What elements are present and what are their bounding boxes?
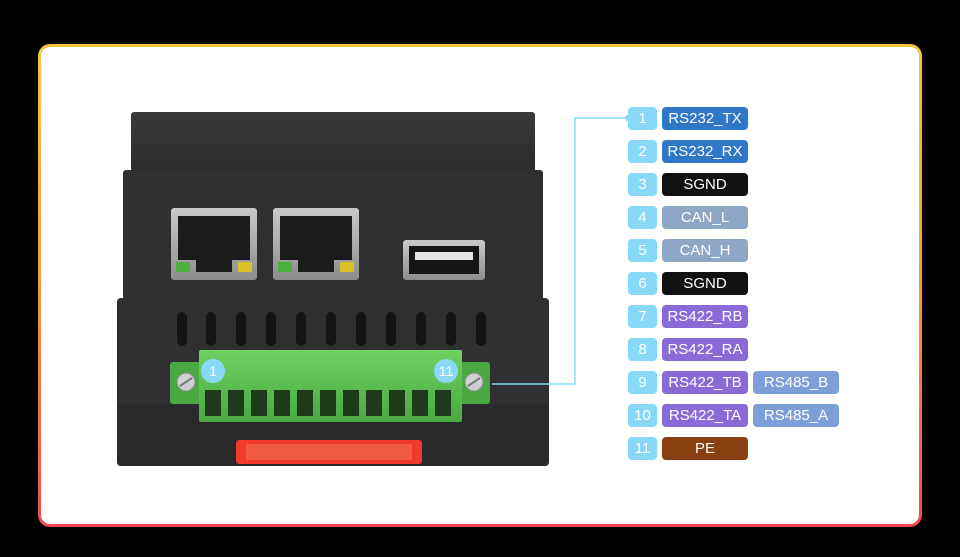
leader-line	[492, 117, 628, 385]
pin-number-badge: 2	[628, 140, 657, 163]
pin-signal-label: PE	[662, 437, 748, 460]
pin-signal-label: RS485_B	[753, 371, 839, 394]
pin-signal-label: RS422_TA	[662, 404, 748, 427]
terminal-pin-1-marker	[201, 359, 225, 383]
vent-slots	[177, 312, 486, 346]
pin-signal-label: CAN_L	[662, 206, 748, 229]
pin-signal-label: RS422_TB	[662, 371, 748, 394]
pin-signal-label: SGND	[662, 173, 748, 196]
terminal-pin-1-label: 1	[209, 363, 217, 379]
pin-number-badge: 10	[628, 404, 657, 427]
pin-number-badge: 1	[628, 107, 657, 130]
ethernet-port-1	[171, 208, 257, 280]
device-top-slab	[131, 112, 535, 172]
terminal-block: 1 11	[170, 350, 490, 422]
terminal-pin-11-label: 11	[439, 363, 454, 379]
pin-number-badge: 5	[628, 239, 657, 262]
pin-number-badge: 8	[628, 338, 657, 361]
pin-number-badge: 3	[628, 173, 657, 196]
pin-signal-label: SGND	[662, 272, 748, 295]
pin-number-badge: 9	[628, 371, 657, 394]
terminal-pin-11-marker	[434, 359, 458, 383]
pin-signal-label: CAN_H	[662, 239, 748, 262]
pin-number-badge: 11	[628, 437, 657, 460]
pin-signal-label: RS485_A	[753, 404, 839, 427]
pin-number-badge: 7	[628, 305, 657, 328]
pin-number-badge: 6	[628, 272, 657, 295]
pin-signal-label: RS422_RA	[662, 338, 748, 361]
usb-port	[403, 240, 485, 280]
pin-number-badge: 4	[628, 206, 657, 229]
pin-signal-label: RS422_RB	[662, 305, 748, 328]
pin-signal-label: RS232_TX	[662, 107, 748, 130]
ethernet-port-2	[273, 208, 359, 280]
pin-signal-label: RS232_RX	[662, 140, 748, 163]
